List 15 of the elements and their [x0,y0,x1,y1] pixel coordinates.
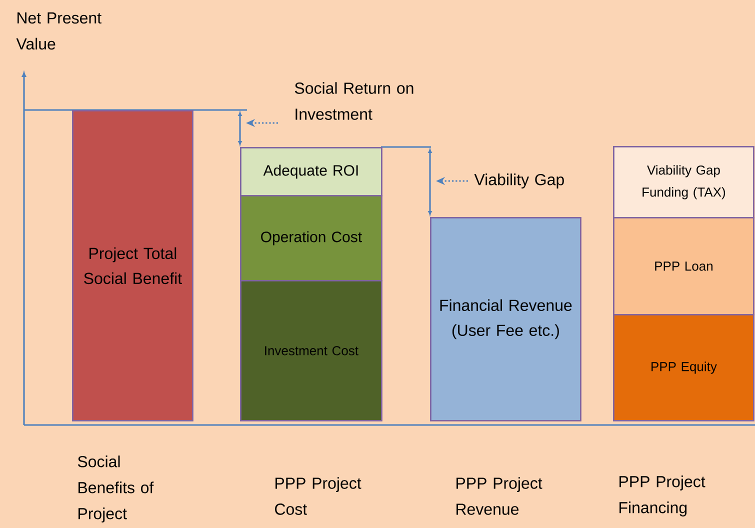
bar-segment: Investment Cost [240,280,382,422]
axis-label: PPP Project Revenue [456,477,542,515]
bar-segment: Financial Revenue (User Fee etc.) [430,217,582,422]
bar-segment: PPP Loan [613,217,754,316]
bar-segment: Operation Cost [240,195,382,282]
bar-segment: PPP Equity [613,314,754,422]
axis-label: PPP Project Financing [620,476,706,516]
axis-label: PPP Project Cost [275,477,362,515]
axis-label: Social Benefits of Project [78,456,154,522]
axis-label: Net Present Value [16,12,102,50]
bar-segment: Viability Gap Funding (TAX) [613,146,754,218]
annotation-text: Viability Gap [474,174,564,188]
bar-segment: Adequate ROI [240,147,382,196]
bar-segment: Project Total Social Benefit [72,110,194,422]
annotation-text: Social Return on Investment [294,82,414,120]
